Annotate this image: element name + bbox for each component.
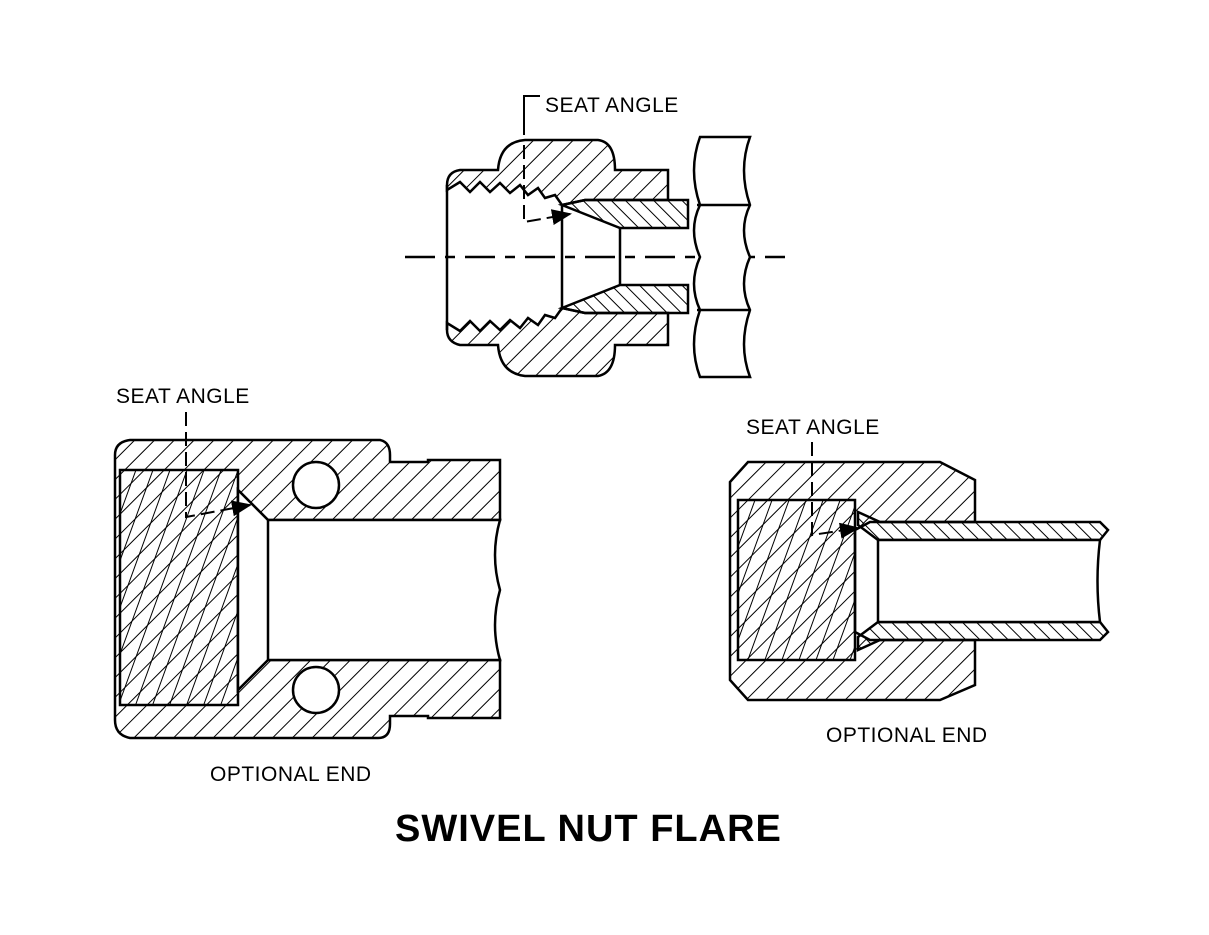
flare-tube-upper — [557, 198, 690, 230]
right-tube-bore — [876, 538, 1102, 624]
nut-upper-section — [445, 138, 670, 207]
nut-lower-section — [445, 306, 670, 378]
right-tube-upper — [856, 510, 1110, 542]
o-ring-lower — [291, 665, 341, 715]
right-seat-angle-label: SEAT ANGLE — [746, 416, 880, 439]
o-ring-upper — [291, 460, 341, 510]
left-thread-region — [118, 468, 240, 707]
right-optional-end-caption: OPTIONAL END — [826, 724, 988, 747]
top-fitting — [405, 95, 785, 379]
top-seat-angle-label: SEAT ANGLE — [545, 94, 679, 117]
diagram-title: SWIVEL NUT FLARE — [395, 808, 782, 850]
left-fitting — [113, 412, 502, 740]
left-seat-angle-label: SEAT ANGLE — [116, 385, 250, 408]
flare-tube-lower — [557, 283, 690, 315]
right-tube-lower — [856, 620, 1110, 652]
left-optional-end-caption: OPTIONAL END — [210, 763, 372, 786]
right-thread-region — [736, 498, 857, 662]
hex-nut — [692, 135, 752, 379]
right-fitting — [728, 442, 1110, 702]
left-bore — [236, 486, 502, 694]
